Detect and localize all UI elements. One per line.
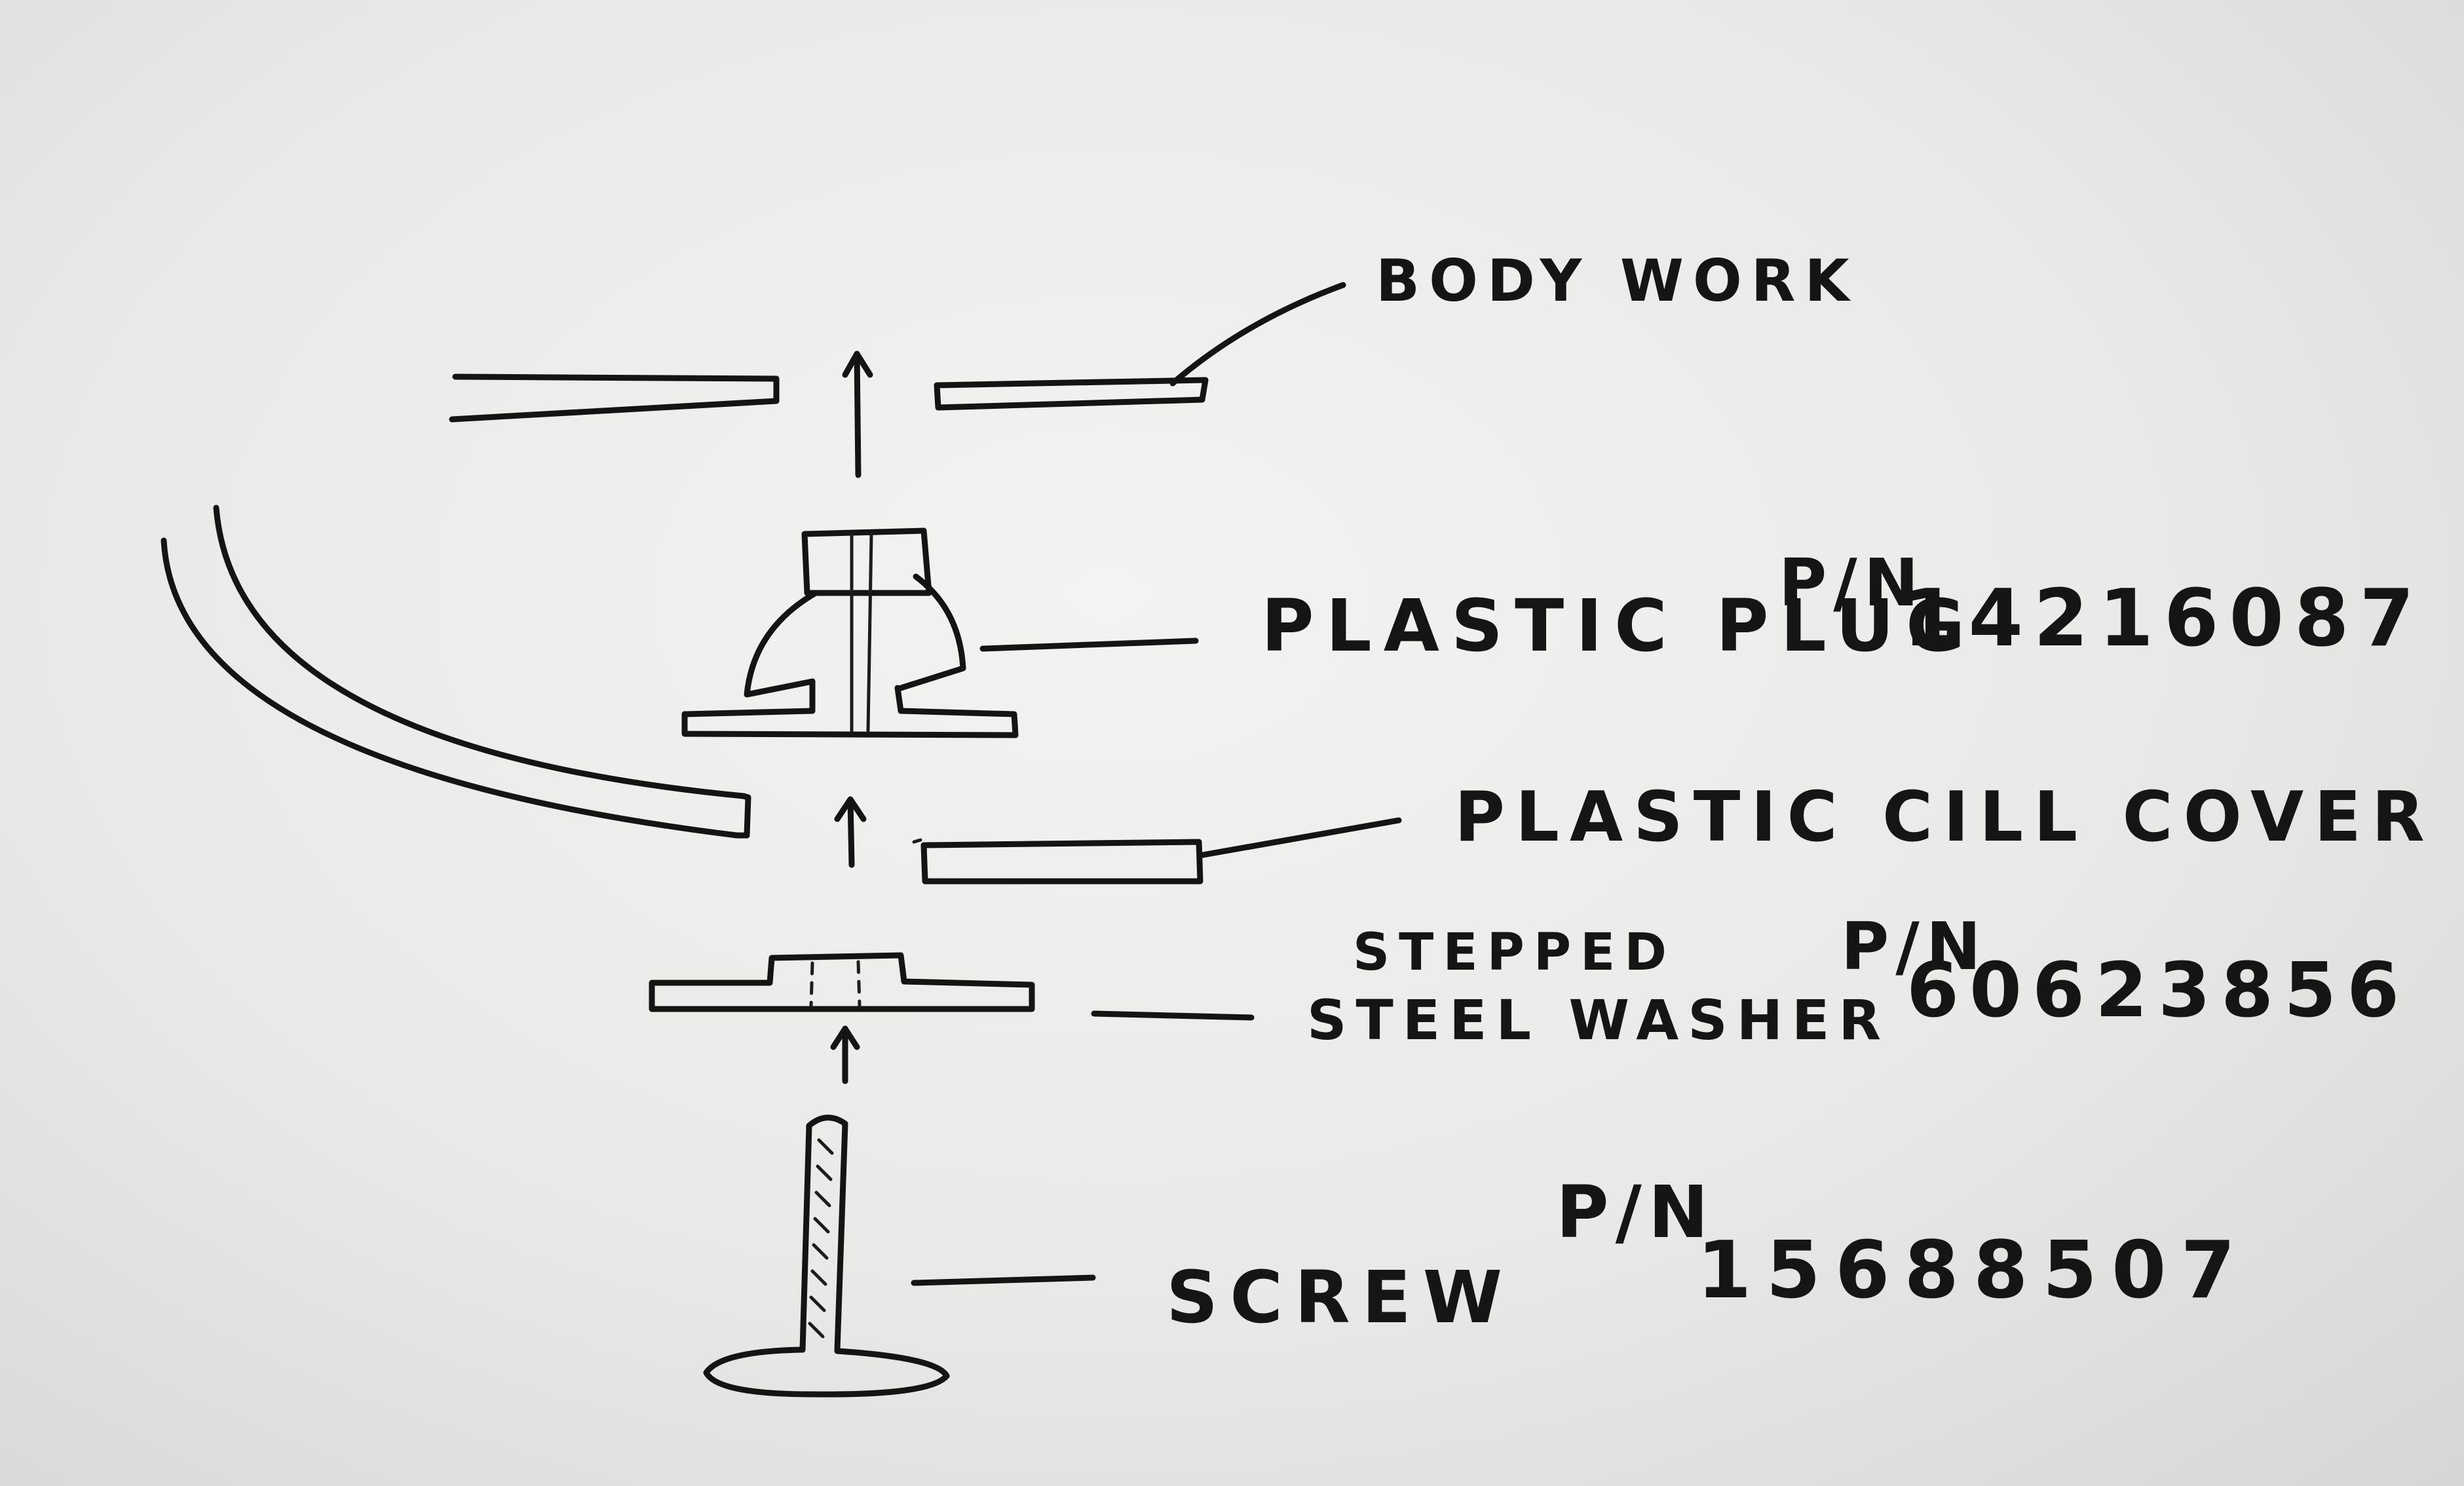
cill-cover-leader [1199,817,1402,858]
arrow-screw-to-washer [830,1025,860,1084]
label-washer-pn-prefix: P/N [1841,908,1988,985]
body-work-panel [449,373,1209,423]
screw-leader [911,1274,1096,1286]
label-plastic-plug-part-number: 14216087 [1903,573,2425,664]
label-stepped: STEPPED [1353,923,1677,982]
label-plastic-plug-pn-prefix: P/N [1779,544,1925,621]
label-washer-part-number: 60623856 [1906,947,2410,1035]
arrow-plug-to-body [842,351,873,478]
body-work-leader [1169,282,1346,387]
arrow-cover-to-plug [834,796,867,868]
label-screw-pn-prefix: P/N [1556,1170,1715,1254]
screw [703,1114,950,1398]
label-steel-washer: STEEL WASHER [1307,988,1891,1052]
label-screw: SCREW [1166,1255,1515,1339]
cill-cover-curve [161,505,751,839]
stepped-steel-washer [649,952,1035,1012]
plastic-plug [681,527,1019,738]
label-plastic-plug: PLASTIC PLUG [1261,584,1977,668]
washer-leader [1091,1010,1255,1021]
label-body-work: BODY WORK [1376,247,1859,314]
plastic-cill-cover [912,838,1204,885]
plastic-plug-leader [979,638,1199,652]
label-plastic-cill-cover: PLASTIC CILL COVER [1454,777,2435,857]
label-screw-part-number: 15688507 [1697,1225,2250,1316]
